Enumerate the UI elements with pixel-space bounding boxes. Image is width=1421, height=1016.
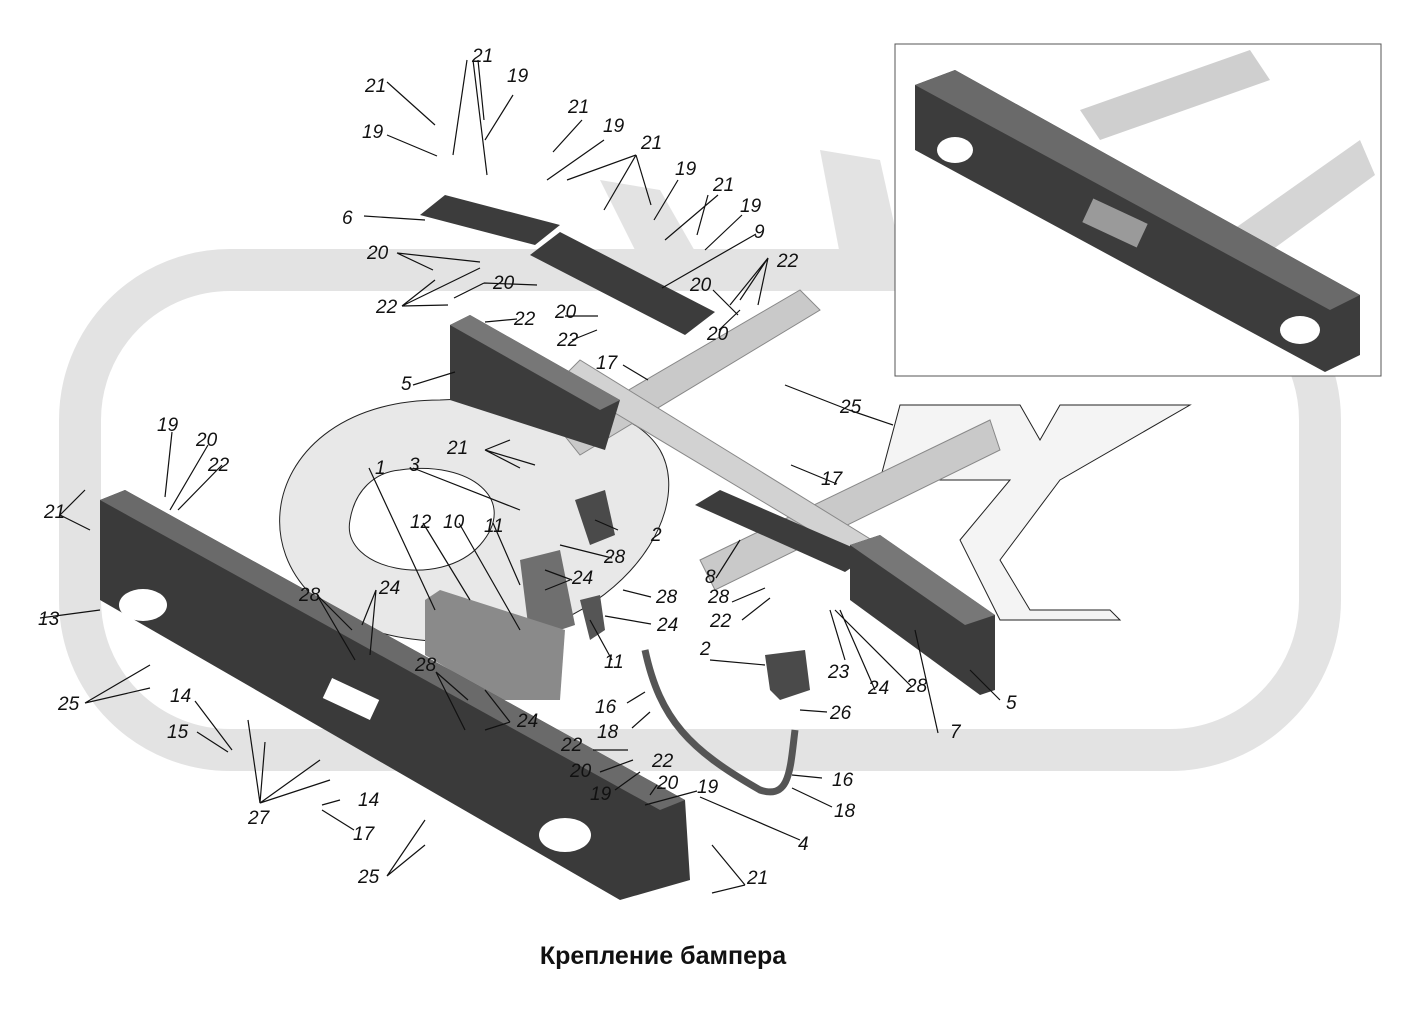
callout-14: 14 <box>170 686 191 707</box>
callout-22: 22 <box>556 330 579 351</box>
callout-21: 21 <box>446 438 468 459</box>
callout-20: 20 <box>706 324 729 345</box>
pipe-4 <box>641 649 799 796</box>
callout-21: 21 <box>746 868 768 889</box>
tow-hook-11 <box>520 550 605 640</box>
callout-16: 16 <box>832 770 854 791</box>
callout-13: 13 <box>38 609 60 630</box>
callout-20: 20 <box>554 302 577 323</box>
bracket-2-lower <box>765 650 810 700</box>
callout-20: 20 <box>366 243 389 264</box>
callout-19: 19 <box>675 159 697 180</box>
callout-16: 16 <box>595 697 617 718</box>
callout-19: 19 <box>362 122 384 143</box>
callout-8: 8 <box>705 567 716 588</box>
callout-21: 21 <box>471 46 493 67</box>
callout-17: 17 <box>821 469 844 490</box>
callout-18: 18 <box>834 801 856 822</box>
leader-lines <box>39 59 1001 894</box>
bracket-5-left <box>450 315 620 450</box>
callout-24: 24 <box>656 615 678 636</box>
callout-4: 4 <box>798 834 809 855</box>
crossmember-8 <box>695 490 870 572</box>
callout-25: 25 <box>357 867 380 888</box>
callout-11: 11 <box>604 652 624 673</box>
callout-28: 28 <box>603 547 626 568</box>
bracket-5-right <box>850 535 995 695</box>
callout-6: 6 <box>342 208 353 229</box>
callout-5: 5 <box>1006 693 1017 714</box>
callout-20: 20 <box>195 430 218 451</box>
callout-21: 21 <box>567 97 589 118</box>
callout-28: 28 <box>414 655 437 676</box>
callout-28: 28 <box>298 585 321 606</box>
callout-21: 21 <box>43 502 65 523</box>
callout-22: 22 <box>207 455 230 476</box>
callout-28: 28 <box>905 676 928 697</box>
diagram-caption: Крепление бампера <box>539 942 787 970</box>
callout-26: 26 <box>829 703 852 724</box>
callout-22: 22 <box>560 735 583 756</box>
callout-19: 19 <box>590 784 612 805</box>
callout-17: 17 <box>596 353 619 374</box>
callout-19: 19 <box>603 116 625 137</box>
callout-20: 20 <box>569 761 592 782</box>
frame-rails <box>559 289 1001 591</box>
callout-1: 1 <box>375 458 386 479</box>
callout-2: 2 <box>699 639 711 660</box>
callout-20: 20 <box>492 273 515 294</box>
callout-11: 11 <box>484 516 504 537</box>
plate-12 <box>425 590 565 700</box>
callout-24: 24 <box>516 711 538 732</box>
callout-28: 28 <box>655 587 678 608</box>
callout-24: 24 <box>571 568 593 589</box>
callout-2: 2 <box>650 525 662 546</box>
callout-19: 19 <box>157 415 179 436</box>
callout-19: 19 <box>697 777 719 798</box>
callout-22: 22 <box>513 309 536 330</box>
callout-25: 25 <box>57 694 80 715</box>
crossmember-9 <box>530 232 715 335</box>
inset-assembled-view <box>894 43 1382 377</box>
callout-24: 24 <box>378 578 400 599</box>
callout-23: 23 <box>827 662 850 683</box>
callout-19: 19 <box>507 66 529 87</box>
callout-24: 24 <box>867 678 889 699</box>
bumper-13 <box>100 490 690 900</box>
callout-15: 15 <box>167 722 189 743</box>
callout-12: 12 <box>410 512 432 533</box>
callout-14: 14 <box>358 790 379 811</box>
callout-28: 28 <box>707 587 730 608</box>
crossmember-6 <box>420 195 560 245</box>
callout-17: 17 <box>353 824 376 845</box>
bracket-2-upper <box>575 490 615 545</box>
callout-20: 20 <box>656 773 679 794</box>
callout-22: 22 <box>651 751 674 772</box>
callout-25: 25 <box>839 397 862 418</box>
callout-20: 20 <box>689 275 712 296</box>
callout-21: 21 <box>364 76 386 97</box>
callout-9: 9 <box>754 222 765 243</box>
callout-21: 21 <box>712 175 734 196</box>
callout-19: 19 <box>740 196 762 217</box>
callout-3: 3 <box>409 455 420 476</box>
callout-27: 27 <box>247 808 271 829</box>
callout-21: 21 <box>640 133 662 154</box>
callout-labels: 1 2 2 3 4 5 5 6 7 8 9 10 11 11 12 13 14 … <box>38 46 1017 889</box>
callout-18: 18 <box>597 722 619 743</box>
callout-22: 22 <box>776 251 799 272</box>
callout-5: 5 <box>401 374 412 395</box>
callout-22: 22 <box>375 297 398 318</box>
callout-22: 22 <box>709 611 732 632</box>
callout-10: 10 <box>443 512 465 533</box>
callout-7: 7 <box>950 722 962 743</box>
